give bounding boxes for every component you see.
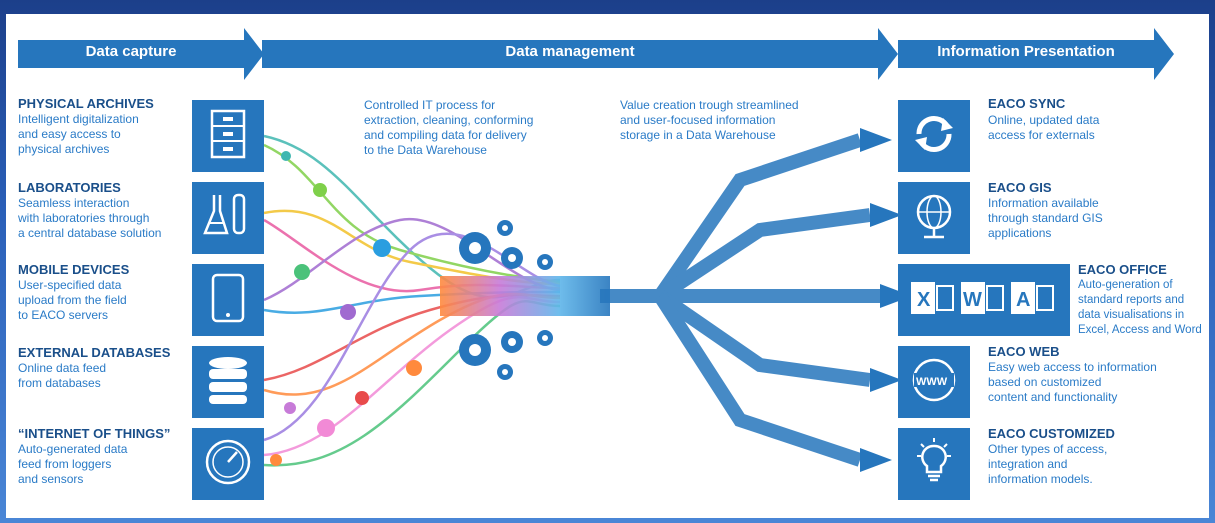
output-title: EACO CUSTOMIZED [988, 426, 1115, 441]
banner-label: Data capture [85, 43, 177, 60]
gauge-icon [203, 437, 253, 492]
value-caption: Value creation trough streamlined and us… [620, 98, 799, 142]
svg-text:A: A [1016, 289, 1030, 311]
source-tile-mobile-devices [192, 264, 264, 336]
output-desc: Auto-generation of standard reports and … [1078, 279, 1202, 336]
banner-label: Information Presentation [937, 43, 1115, 60]
output-tile-eaco-web: WWW [898, 346, 970, 418]
source-desc: Auto-generated data feed from loggers an… [18, 442, 128, 486]
output-title: EACO GIS [988, 180, 1052, 195]
output-title: EACO OFFICE [1078, 262, 1167, 277]
svg-text:X: X [917, 289, 931, 311]
output-title: EACO WEB [988, 344, 1060, 359]
output-title: EACO SYNC [988, 96, 1066, 111]
output-tile-eaco-gis [898, 182, 970, 254]
tablet-icon [208, 272, 248, 329]
lab-flasks-icon [202, 191, 254, 246]
source-title: EXTERNAL DATABASES [18, 345, 171, 360]
process-caption: Controlled IT process for extraction, cl… [364, 98, 534, 157]
file-cabinet-icon [208, 109, 248, 164]
source-title: LABORATORIES [18, 180, 121, 195]
output-tile-eaco-sync [898, 100, 970, 172]
output-tile-eaco-customized [898, 428, 970, 500]
svg-text:W: W [963, 289, 982, 311]
source-title: PHYSICAL ARCHIVES [18, 96, 154, 111]
source-tile-external-databases [192, 346, 264, 418]
banner-information-presentation: Information Presentation [898, 28, 1174, 80]
source-title: “INTERNET OF THINGS” [18, 426, 171, 441]
source-desc: User-specified data upload from the fiel… [18, 278, 127, 322]
source-tile-internet-of-things [192, 428, 264, 500]
source-desc: Online data feed from databases [18, 361, 107, 390]
svg-text:WWW: WWW [916, 376, 948, 388]
source-tile-physical-archives [192, 100, 264, 172]
banner-data-capture: Data capture [18, 28, 264, 80]
banner-label: Data management [505, 43, 635, 60]
source-desc: Intelligent digitalization and easy acce… [18, 112, 139, 156]
source-title: MOBILE DEVICES [18, 262, 130, 277]
lightbulb-icon [909, 436, 959, 493]
output-desc: Easy web access to information based on … [988, 360, 1157, 404]
database-icon [205, 355, 251, 410]
globe-icon [909, 190, 959, 247]
output-desc: Information available through standard G… [988, 196, 1103, 240]
banner-data-management: Data management [262, 28, 898, 80]
output-desc: Other types of access, integration and i… [988, 442, 1108, 486]
source-tile-laboratories [192, 182, 264, 254]
output-desc: Online, updated data access for external… [988, 113, 1100, 142]
sync-icon [909, 109, 959, 164]
www-icon: WWW [909, 355, 959, 410]
source-desc: Seamless interaction with laboratories t… [18, 196, 162, 240]
